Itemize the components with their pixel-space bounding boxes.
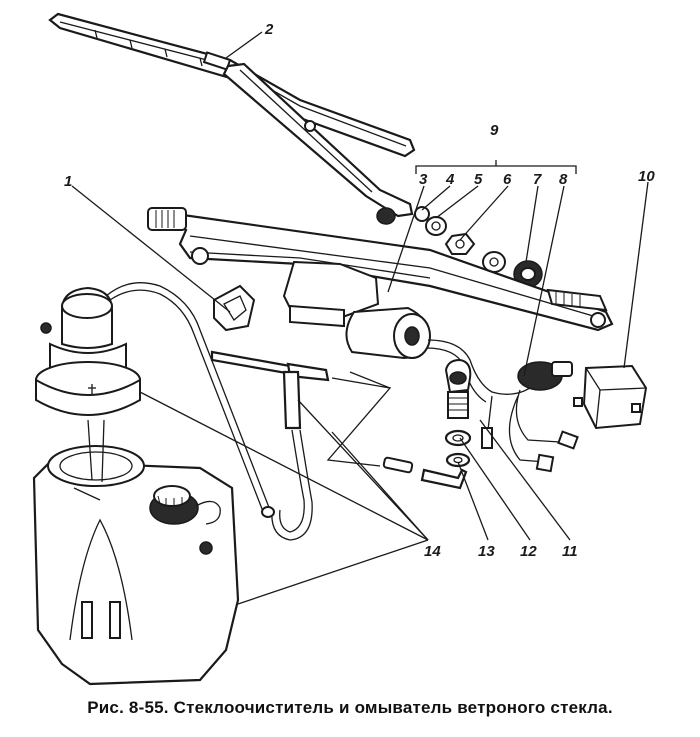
callout-4: 4	[445, 171, 455, 188]
callout-7: 7	[533, 171, 542, 188]
callout-3: 3	[419, 171, 428, 188]
callout-8: 8	[559, 171, 568, 188]
small-parts-3-7	[376, 206, 543, 288]
leader-lines	[71, 31, 649, 605]
wiper-motor	[282, 260, 541, 403]
bracket-part-1	[213, 284, 256, 332]
wiper-linkage	[147, 207, 614, 332]
wiper-washer-diagram: 1 2 3 4 5 6 7 8 9 10 11 12 13 14	[32, 12, 655, 686]
callout-6: 6	[503, 171, 512, 188]
washer-reservoir	[32, 419, 240, 686]
callout-labels: 1 2 3 4 5 6 7 8 9 10 11 12 13 14	[64, 21, 655, 560]
wiper-blade	[48, 12, 416, 158]
callout-13: 13	[478, 543, 495, 560]
callout-12: 12	[520, 543, 537, 560]
callout-11: 11	[562, 543, 578, 560]
figure-caption: Рис. 8-55. Стеклоочиститель и омыватель …	[87, 698, 613, 717]
callout-2: 2	[264, 21, 274, 38]
washer-hose-long	[105, 282, 275, 518]
callout-9: 9	[490, 122, 499, 139]
relay-box	[573, 364, 648, 430]
wiper-arm	[222, 62, 414, 218]
pump-stack	[444, 358, 472, 468]
callout-10: 10	[638, 168, 655, 185]
callout-14: 14	[424, 543, 441, 560]
wiper-switch	[481, 361, 579, 473]
callout-1: 1	[64, 173, 72, 190]
callout-5: 5	[474, 171, 483, 188]
washer-hoses	[210, 350, 468, 541]
washer-pump	[35, 286, 141, 416]
